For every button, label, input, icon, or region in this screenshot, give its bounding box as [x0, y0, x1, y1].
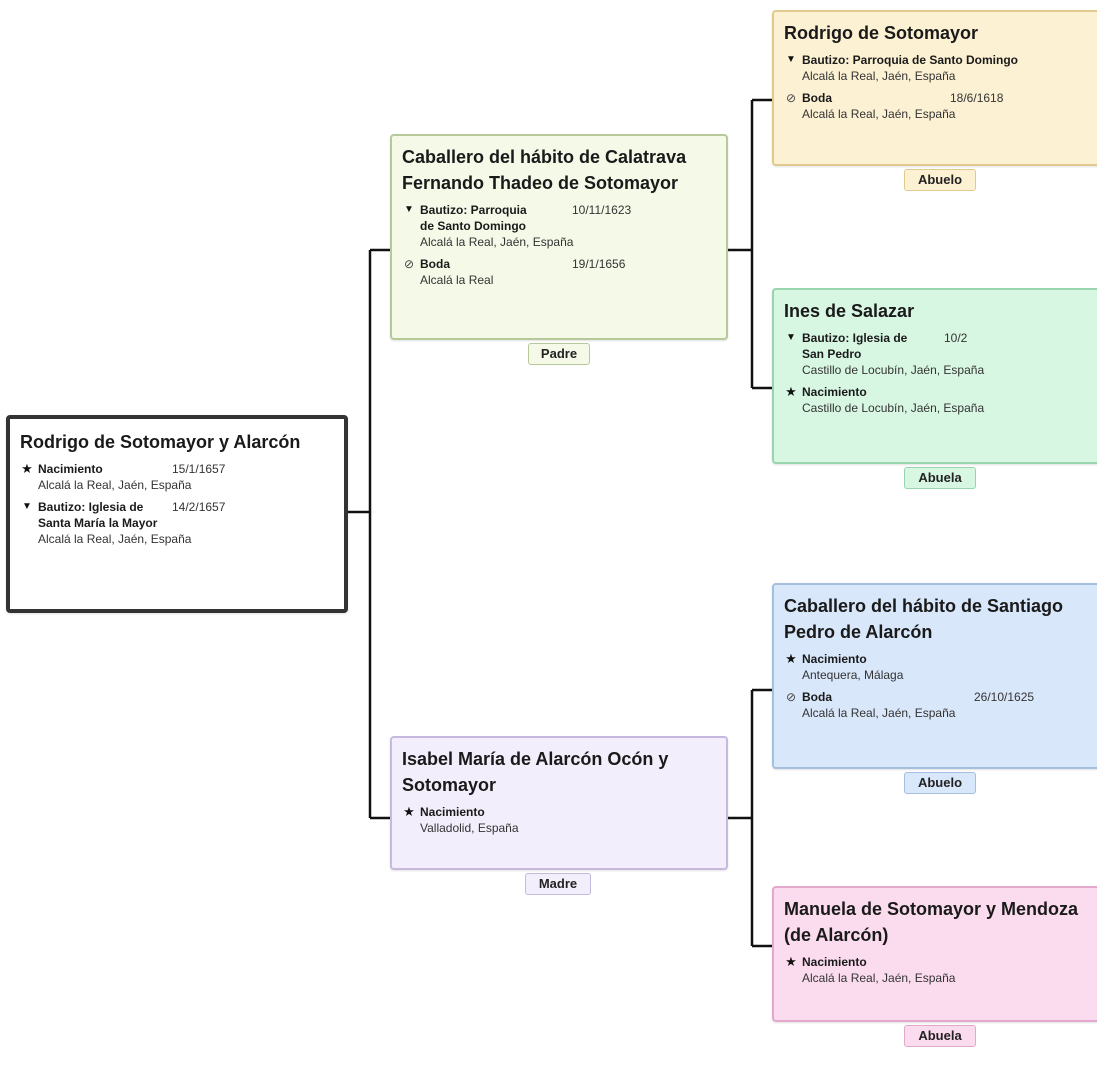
person-name: Caballero del hábito de Santiago Pedro d… [784, 593, 1090, 645]
event-birth: ★ Nacimiento 15/1/1657 Alcalá la Real, J… [20, 461, 334, 493]
event-place: Alcalá la Real, Jaén, España [420, 235, 574, 249]
event-place: Antequera, Málaga [802, 668, 904, 682]
event-label: Bautizo: Iglesia de [38, 500, 144, 514]
event-place: Alcalá la Real, Jaén, España [802, 971, 956, 985]
person-name-line2: Pedro de Alarcón [784, 622, 933, 642]
event-label-line2: de Santo Domingo [420, 219, 526, 233]
baptism-icon: ▼ [786, 54, 796, 65]
connector-root-parents [348, 248, 390, 820]
event-label: Bautizo: Parroquia [420, 203, 527, 217]
star-icon: ★ [785, 651, 797, 666]
event-date: 14/2/1657 [172, 500, 226, 514]
person-name-line2: Fernando Thadeo de Sotomayor [402, 173, 679, 193]
event-date: 10/2 [944, 331, 968, 345]
person-name: Ines de Salazar [784, 301, 915, 321]
baptism-icon: ▼ [22, 501, 32, 512]
event-label-line3: Mayor [122, 516, 158, 530]
event-place: Castillo de Locubín, Jaén, España [802, 363, 985, 377]
event-date: 18/6/1618 [950, 91, 1004, 105]
relation-tag-abuela-paterna: Abuela [904, 467, 976, 489]
baptism-icon: ▼ [404, 204, 414, 215]
person-name-line1: Caballero del hábito de Santiago [784, 596, 1064, 616]
rings-icon: ⊘ [785, 91, 797, 105]
event-baptism: ▼ Bautizo: Iglesia de 10/2 San Pedro Cas… [784, 330, 1090, 378]
person-card-abuela-paterna[interactable]: Ines de Salazar ▼ Bautizo: Iglesia de 10… [772, 288, 1097, 464]
person-card-root[interactable]: Rodrigo de Sotomayor y Alarcón ★ Nacimie… [6, 415, 348, 613]
person-name: Caballero del hábito de Calatrava Fernan… [402, 144, 716, 196]
event-label: Boda [802, 690, 832, 704]
event-place: Castillo de Locubín, Jaén, España [802, 401, 985, 415]
event-wedding: ⊘ Boda 26/10/1625 Alcalá la Real, Jaén, … [784, 689, 1090, 721]
relation-tag-padre: Padre [528, 343, 590, 365]
event-label: Nacimiento [420, 805, 485, 819]
event-baptism: ▼ Bautizo: Parroquia de Santo Domingo Al… [784, 52, 1090, 84]
person-name: Rodrigo de Sotomayor [784, 23, 979, 43]
relation-tag-abuelo-paterno: Abuelo [904, 169, 976, 191]
event-wedding: ⊘ Boda 18/6/1618 Alcalá la Real, Jaén, E… [784, 90, 1090, 122]
event-label: Boda [420, 257, 450, 271]
event-wedding: ⊘ Boda 19/1/1656 Alcalá la Real [402, 256, 716, 288]
event-place: Alcalá la Real, Jaén, España [38, 532, 192, 546]
event-place: Alcalá la Real, Jaén, España [802, 706, 956, 720]
person-name: Isabel María de Alarcón Ocón y Sotomayor [402, 746, 716, 798]
connector-padre-grandparents [728, 98, 772, 390]
event-place: Alcalá la Real, Jaén, España [38, 478, 192, 492]
event-label: Bautizo: Iglesia de [802, 331, 908, 345]
event-birth: ★ Nacimiento Valladolid, España [402, 804, 716, 836]
event-label: Nacimiento [38, 462, 103, 476]
person-card-abuelo-paterno[interactable]: Rodrigo de Sotomayor ▼ Bautizo: Parroqui… [772, 10, 1097, 166]
person-name-line1: Manuela de Sotomayor y Mendoza [784, 899, 1079, 919]
person-name-line2: (de Alarcón) [784, 925, 889, 945]
event-birth: ★ Nacimiento Alcalá la Real, Jaén, Españ… [784, 954, 1090, 986]
event-baptism: ▼ Bautizo: Parroquia 10/11/1623 de Santo… [402, 202, 716, 250]
event-label-line2: San Pedro [802, 347, 862, 361]
relation-tag-madre: Madre [525, 873, 591, 895]
event-date: 26/10/1625 [974, 690, 1035, 704]
event-label: Nacimiento [802, 652, 867, 666]
event-date: 19/1/1656 [572, 257, 626, 271]
person-name-line1: Isabel María de Alarcón Ocón y [402, 749, 669, 769]
event-place: Valladolid, España [420, 821, 519, 835]
event-birth: ★ Nacimiento Castillo de Locubín, Jaén, … [784, 384, 1090, 416]
person-name-line2: Sotomayor [402, 775, 497, 795]
person-card-madre[interactable]: Isabel María de Alarcón Ocón y Sotomayor… [390, 736, 728, 870]
person-name: Manuela de Sotomayor y Mendoza (de Alarc… [784, 896, 1090, 948]
event-label: Boda [802, 91, 832, 105]
event-baptism: ▼ Bautizo: Iglesia de 14/2/1657 Santa Ma… [20, 499, 334, 547]
person-card-abuelo-materno[interactable]: Caballero del hábito de Santiago Pedro d… [772, 583, 1097, 769]
relation-tag-abuelo-materno: Abuelo [904, 772, 976, 794]
event-label: Nacimiento [802, 385, 867, 399]
person-card-padre[interactable]: Caballero del hábito de Calatrava Fernan… [390, 134, 728, 340]
event-label: Bautizo: Parroquia de Santo Domingo [802, 53, 1019, 67]
person-name-line1: Caballero del hábito de Calatrava [402, 147, 687, 167]
event-place: Alcalá la Real, Jaén, España [802, 69, 956, 83]
rings-icon: ⊘ [403, 257, 415, 271]
baptism-icon: ▼ [786, 332, 796, 343]
event-date: 15/1/1657 [172, 462, 226, 476]
event-date: 10/11/1623 [572, 203, 632, 217]
event-place: Alcalá la Real, Jaén, España [802, 107, 956, 121]
person-name: Rodrigo de Sotomayor y Alarcón [20, 432, 301, 452]
star-icon: ★ [785, 954, 797, 969]
connector-madre-grandparents [728, 688, 772, 948]
star-icon: ★ [785, 384, 797, 399]
event-place: Alcalá la Real [420, 273, 494, 287]
event-label-line2: Santa María la [38, 516, 119, 530]
rings-icon: ⊘ [785, 690, 797, 704]
person-card-abuela-materna[interactable]: Manuela de Sotomayor y Mendoza (de Alarc… [772, 886, 1097, 1022]
star-icon: ★ [403, 804, 415, 819]
event-birth: ★ Nacimiento Antequera, Málaga [784, 651, 1090, 683]
event-label: Nacimiento [802, 955, 867, 969]
relation-tag-abuela-materna: Abuela [904, 1025, 976, 1047]
star-icon: ★ [21, 461, 33, 476]
